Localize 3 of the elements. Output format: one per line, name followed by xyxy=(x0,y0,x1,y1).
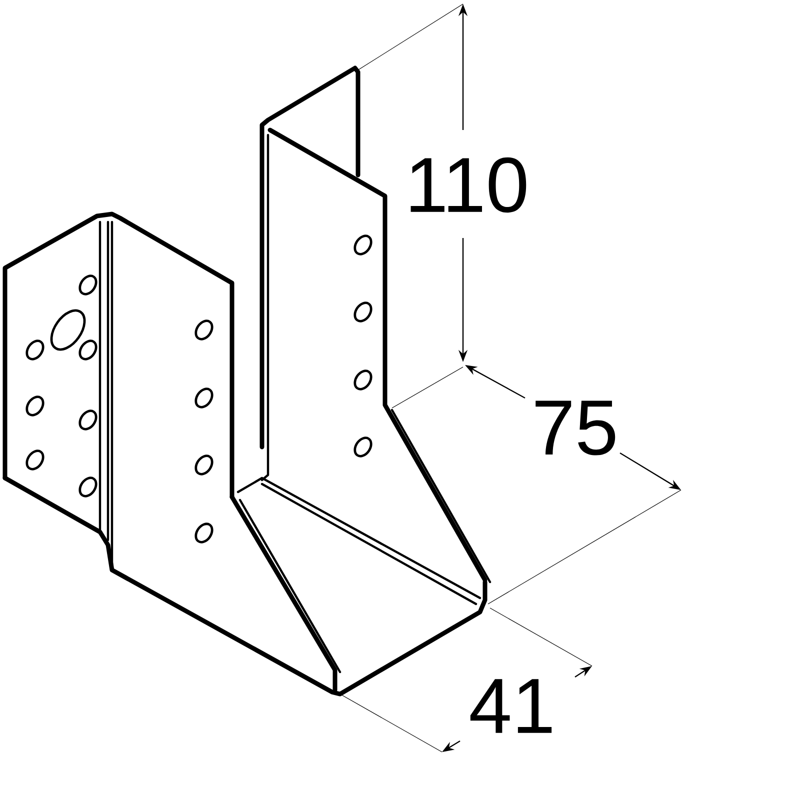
dimension-label: 110 xyxy=(410,157,526,213)
dimension-label: 41 xyxy=(470,679,552,733)
dimension-label: 75 xyxy=(536,400,616,456)
